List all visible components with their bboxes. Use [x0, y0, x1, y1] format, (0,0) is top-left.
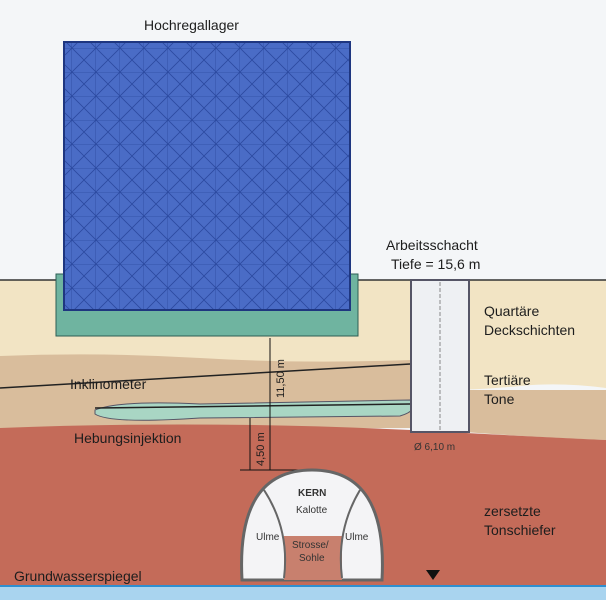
- shaft-title: Arbeitsschacht: [386, 237, 478, 253]
- tunnel-core-label: KERN: [298, 488, 327, 499]
- shaft-diameter: Ø 6,10 m: [414, 442, 456, 453]
- injection-label: Hebungsinjektion: [74, 430, 182, 446]
- building-label: Hochregallager: [144, 17, 239, 33]
- shaft-depth: Tiefe = 15,6 m: [391, 256, 481, 272]
- tunnel-profile: [240, 468, 384, 582]
- layer-tertiary-2: Tone: [484, 391, 515, 407]
- groundwater-label: Grundwasserspiegel: [14, 568, 142, 584]
- dim-total-label: 11,50 m: [275, 359, 287, 398]
- layer-shale-2: Tonschiefer: [484, 522, 556, 538]
- tunnel-bench: [284, 536, 342, 580]
- tunnel-bench-label-2: Sohle: [299, 553, 325, 564]
- groundwater-zone: [0, 586, 606, 600]
- tunnel-side-right-label: Ulme: [345, 532, 369, 543]
- high-bay-warehouse: [63, 41, 351, 311]
- layer-quaternary-1: Quartäre: [484, 303, 540, 319]
- layer-quaternary-2: Deckschichten: [484, 322, 576, 338]
- inclinometer-label: Inklinometer: [70, 376, 147, 392]
- tunnel-crown-label: Kalotte: [296, 505, 328, 516]
- tunnel-bench-label-1: Strosse/: [292, 540, 329, 551]
- inclinometer-line: [0, 363, 411, 389]
- layer-shale-1: zersetzte: [484, 503, 541, 519]
- water-level-marker-icon: [426, 570, 440, 580]
- layer-tertiary-1: Tertiäre: [484, 372, 531, 388]
- dim-cover-label: 4,50 m: [255, 432, 267, 466]
- tunnel-side-left-label: Ulme: [256, 532, 280, 543]
